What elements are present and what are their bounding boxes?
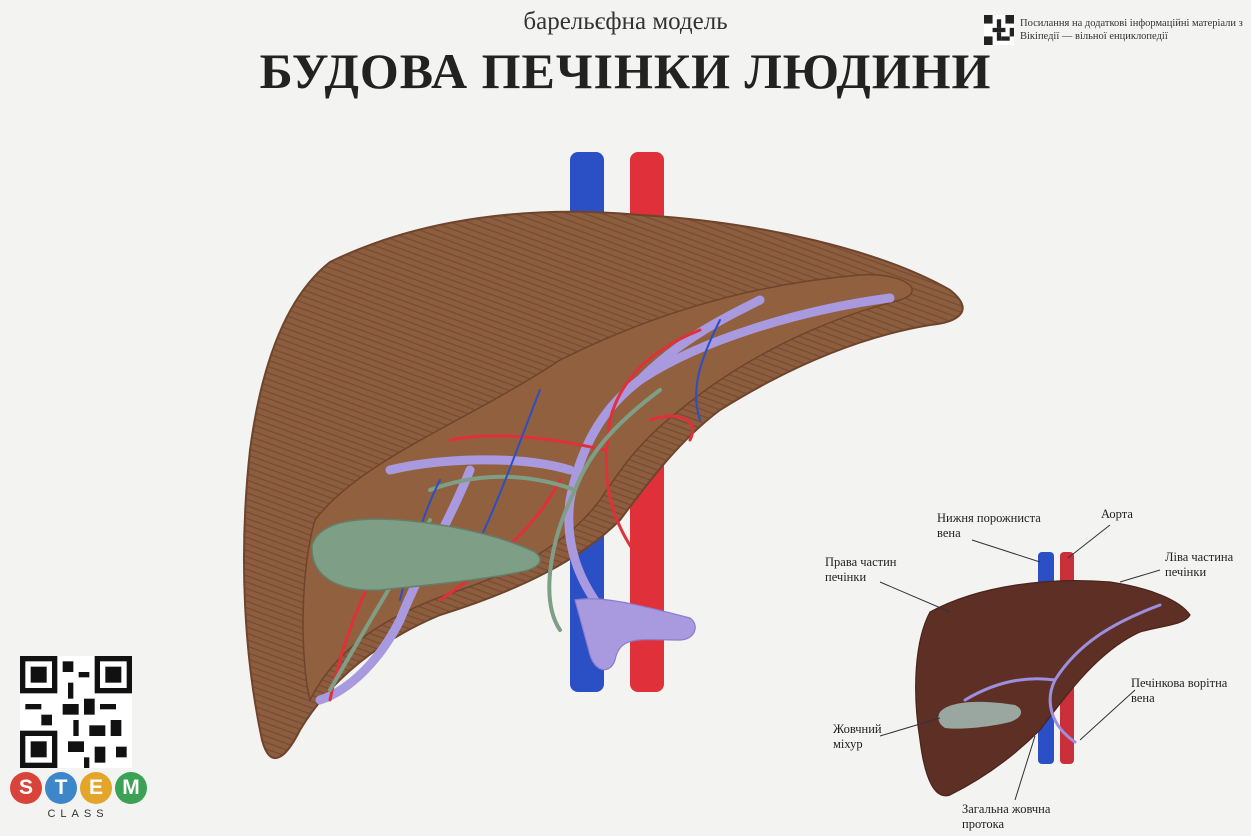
label-common-bile-duct: Загальна жовчна протока: [962, 802, 1050, 832]
stem-class-text: CLASS: [8, 808, 148, 820]
label-gallbladder: Жовчний міхур: [833, 722, 882, 752]
label-right-lobe: Права частин печінки: [825, 555, 896, 585]
label-left-lobe: Ліва частина печінки: [1165, 550, 1233, 580]
label-aorta: Аорта: [1101, 507, 1133, 522]
label-portal-vein: Печінкова ворітна вена: [1131, 676, 1227, 706]
stem-letter-m: M: [115, 772, 147, 804]
stem-letter-e: E: [80, 772, 112, 804]
stem-letter-s: S: [10, 772, 42, 804]
stem-class-logo: S T E M CLASS: [8, 772, 148, 826]
stem-qr-code[interactable]: [20, 656, 132, 768]
label-inferior-vena-cava: Нижня порожниста вена: [937, 511, 1041, 541]
stem-letter-t: T: [45, 772, 77, 804]
